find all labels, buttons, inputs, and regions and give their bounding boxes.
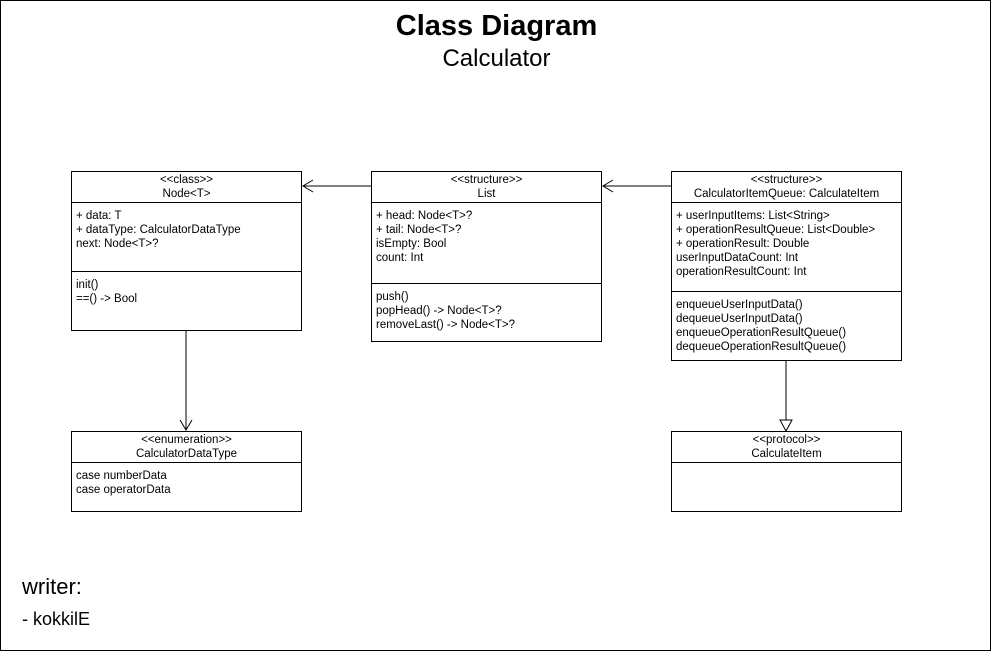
queue-to-list-arrowhead [602, 179, 614, 193]
class-name: CalculatorDataType [136, 448, 237, 460]
method-line: removeLast() -> Node<T>? [376, 319, 516, 331]
stereotype-label: <<structure>> [750, 174, 823, 186]
class-box-datatype: <<enumeration>> CalculatorDataType case … [71, 431, 302, 512]
attribute-line: + dataType: CalculatorDataType [76, 224, 241, 236]
methods-section: push() popHead() -> Node<T>? removeLast(… [372, 284, 601, 332]
protocol-body [672, 463, 901, 469]
diagram-title: Class Diagram [395, 10, 598, 42]
attributes-section: + data: T + dataType: CalculatorDataType… [72, 203, 301, 272]
method-line: enqueueOperationResultQueue() [676, 327, 847, 339]
diagram-subtitle: Calculator [442, 45, 551, 72]
attribute-line: userInputDataCount: Int [676, 252, 799, 264]
stereotype-label: <<structure>> [450, 174, 523, 186]
attributes-section: + userInputItems: List<String> + operati… [672, 203, 901, 292]
class-header-protocol: <<protocol>> CalculateItem [672, 432, 901, 463]
method-line: popHead() -> Node<T>? [376, 305, 502, 317]
method-line: dequeueOperationResultQueue() [676, 341, 847, 353]
attribute-line: + operationResultQueue: List<Double> [676, 224, 876, 236]
class-name: CalculatorItemQueue: CalculateItem [693, 188, 880, 200]
method-line: init() [76, 279, 99, 291]
methods-section: init() ==() -> Bool [72, 272, 301, 306]
class-header-node: <<class>> Node<T> [72, 172, 301, 203]
attribute-line: + data: T [76, 210, 122, 222]
method-line: enqueueUserInputData() [676, 299, 803, 311]
attribute-line: count: Int [376, 252, 424, 264]
list-to-node-arrowhead [302, 179, 314, 193]
enum-case-line: case operatorData [76, 484, 171, 496]
class-box-node: <<class>> Node<T> + data: T + dataType: … [71, 171, 302, 331]
queue-to-protocol-arrowhead [779, 419, 793, 433]
method-line: push() [376, 291, 409, 303]
node-to-datatype-arrowhead [179, 419, 193, 431]
class-name: Node<T> [162, 188, 211, 200]
attributes-section: + head: Node<T>? + tail: Node<T>? isEmpt… [372, 203, 601, 284]
writer-name: - kokkilE [22, 609, 91, 629]
stereotype-label: <<protocol>> [752, 434, 821, 446]
class-header-datatype: <<enumeration>> CalculatorDataType [72, 432, 301, 463]
class-header-list: <<structure>> List [372, 172, 601, 203]
attribute-line: + userInputItems: List<String> [676, 210, 830, 222]
attribute-line: isEmpty: Bool [376, 238, 447, 250]
method-line: ==() -> Bool [76, 293, 138, 305]
cases-section: case numberData case operatorData [72, 463, 301, 497]
methods-section: enqueueUserInputData() dequeueUserInputD… [672, 292, 901, 354]
enum-case-line: case numberData [76, 470, 167, 482]
stereotype-label: <<class>> [159, 174, 214, 186]
attribute-line: + operationResult: Double [676, 238, 810, 250]
class-name: List [477, 188, 496, 200]
class-header-queue: <<structure>> CalculatorItemQueue: Calcu… [672, 172, 901, 203]
writer-label: writer: [22, 574, 82, 599]
attribute-line: + head: Node<T>? [376, 210, 473, 222]
class-box-list: <<structure>> List + head: Node<T>? + ta… [371, 171, 602, 342]
method-line: dequeueUserInputData() [676, 313, 803, 325]
class-box-queue: <<structure>> CalculatorItemQueue: Calcu… [671, 171, 902, 361]
attribute-line: + tail: Node<T>? [376, 224, 462, 236]
attribute-line: next: Node<T>? [76, 238, 159, 250]
attribute-line: operationResultCount: Int [676, 266, 807, 278]
class-name: CalculateItem [751, 448, 822, 460]
class-box-protocol: <<protocol>> CalculateItem [671, 431, 902, 512]
stereotype-label: <<enumeration>> [141, 434, 232, 446]
